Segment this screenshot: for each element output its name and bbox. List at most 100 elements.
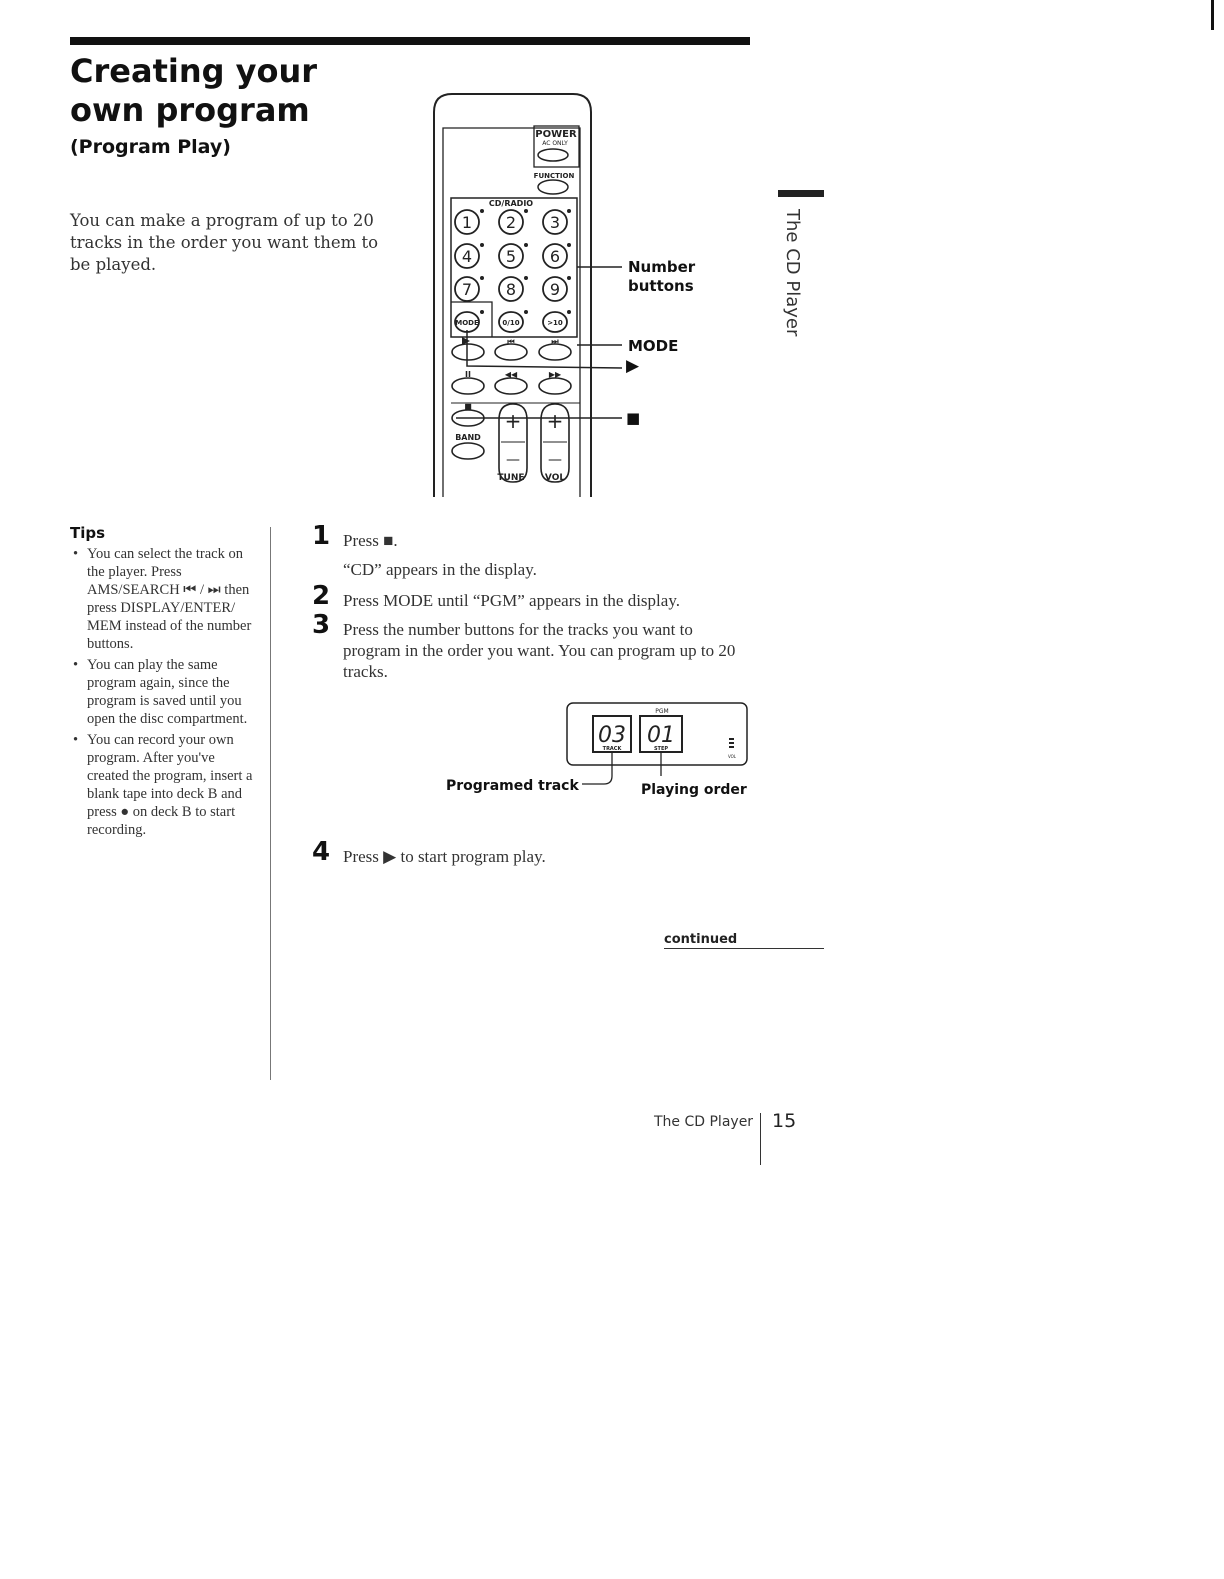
number-key-1-ring [454, 209, 480, 235]
function-label: FUNCTION [534, 172, 575, 180]
number-key-6: 6 [550, 247, 560, 266]
number-key-7: 7 [462, 280, 472, 299]
step-text: Press MODE until “PGM” appears in the di… [343, 591, 680, 610]
top-rule [70, 37, 750, 45]
pgm-indicator: PGM [655, 708, 668, 715]
step-number: 3 [312, 610, 331, 640]
vol-label: VOL [545, 473, 565, 483]
step-2: 2 Press MODE until “PGM” appears in the … [312, 583, 752, 611]
step-text: Press ▶ to start program play. [343, 847, 546, 866]
number-key-5: 5 [506, 247, 516, 266]
step-number: 2 [312, 581, 331, 611]
cd-radio-label: CD/RADIO [489, 199, 533, 208]
step-1: 1 Press ■. [312, 523, 752, 551]
programed-track-leader [582, 752, 613, 785]
vol-rocker [540, 403, 570, 483]
track-label: TRACK [603, 746, 623, 752]
number-key-9: 9 [550, 280, 560, 299]
tips-list: You can select the track on the player. … [70, 545, 260, 842]
step-4: 4 Press ▶ to start program play. [312, 839, 752, 867]
tips-divider [270, 527, 271, 1080]
play-callout-icon: ▶ [626, 356, 640, 376]
number-key-4-ring [454, 243, 480, 269]
vol-minus: — [548, 452, 562, 468]
stop-callout-icon: ■ [626, 409, 641, 427]
tip-item: You can play the same program again, sin… [70, 656, 260, 728]
step-label: STEP [654, 746, 668, 752]
programed-track-callout: Programed track [446, 778, 579, 794]
continued-label: continued [664, 932, 738, 947]
tip-item: You can select the track on the player. … [70, 545, 260, 653]
rew-key-label: ◀◀ [505, 370, 518, 379]
step-text: Press the number buttons for the tracks … [343, 620, 736, 681]
ac-only-label: AC ONLY [542, 140, 568, 147]
tips-title: Tips [70, 524, 106, 542]
power-key [537, 148, 569, 162]
lcd-frame [566, 702, 748, 766]
pause-key-label: II [465, 370, 471, 379]
pause-key [451, 377, 485, 395]
number-key-2-ring [498, 209, 524, 235]
function-key [537, 179, 569, 195]
rew-key [494, 377, 528, 395]
next-key [538, 343, 572, 361]
ff-key-label: ▶▶ [549, 370, 562, 379]
next-key-label: ⏭ [551, 337, 559, 346]
remote-control-illustration: POWER AC ONLY FUNCTION CD/RADIO 1 2 3 4 … [433, 93, 623, 497]
step-1-note: “CD” appears in the display. [343, 560, 537, 579]
footer-divider [760, 1113, 761, 1165]
page-title: Creating your own program [70, 52, 317, 130]
tune-minus: — [506, 452, 520, 468]
track-value: 03 [598, 723, 626, 748]
number-buttons-callout-line-2: buttons [628, 277, 694, 295]
number-key-2: 2 [506, 213, 516, 232]
lcd-display-illustration: 03 01 TRACK STEP PGM VOL [566, 702, 748, 785]
prev-key-label: ⏮ [507, 337, 514, 346]
tune-label: TUNE [497, 473, 524, 483]
step-text: Press ■. [343, 531, 398, 550]
remote-body [433, 93, 592, 497]
page-subtitle: (Program Play) [70, 136, 231, 158]
continued-rule [664, 948, 824, 949]
play-symbol-small [462, 337, 470, 345]
side-tab-label: The CD Player [782, 209, 803, 337]
mode-key-box [451, 301, 493, 337]
mode-callout: MODE [628, 337, 679, 355]
power-label: POWER [535, 129, 577, 140]
plus-ten-key-ring [542, 311, 568, 333]
band-label: BAND [455, 433, 481, 442]
vol-plus: + [547, 409, 564, 433]
number-key-7-ring [454, 276, 480, 302]
number-key-5-ring [498, 243, 524, 269]
number-key-3: 3 [550, 213, 560, 232]
band-key [451, 442, 485, 460]
number-buttons-callout-line-1: Number [628, 258, 696, 276]
number-key-9-ring [542, 276, 568, 302]
playing-order-callout: Playing order [641, 782, 747, 798]
play-key [451, 343, 485, 361]
vol-indicator: VOL [728, 754, 737, 759]
edge-mark [1211, 0, 1214, 30]
remote-inner-panel [442, 127, 581, 497]
tip-item: You can record your own program. After y… [70, 731, 260, 839]
step-number: 1 [312, 521, 331, 551]
title-line-2: own program [70, 91, 310, 129]
number-key-8-ring [498, 276, 524, 302]
tune-rocker [498, 403, 528, 483]
prev-key [494, 343, 528, 361]
zero-ten-key-label: 0/10 [502, 319, 519, 327]
intro-paragraph: You can make a program of up to 20 track… [70, 211, 379, 274]
number-key-3-ring [542, 209, 568, 235]
number-buttons-callout: Number buttons [628, 258, 695, 296]
page-number: 15 [772, 1110, 797, 1132]
tune-plus: + [505, 409, 522, 433]
step-number: 4 [312, 837, 331, 867]
number-key-1: 1 [462, 213, 472, 232]
footer-section-name: The CD Player [654, 1114, 754, 1130]
zero-ten-key-ring [498, 311, 524, 333]
plus-ten-key-label: >10 [547, 319, 563, 327]
power-key-box [533, 125, 580, 168]
mode-key-label: MODE [455, 319, 479, 327]
number-key-6-ring [542, 243, 568, 269]
stop-key-label: ■ [464, 402, 472, 411]
